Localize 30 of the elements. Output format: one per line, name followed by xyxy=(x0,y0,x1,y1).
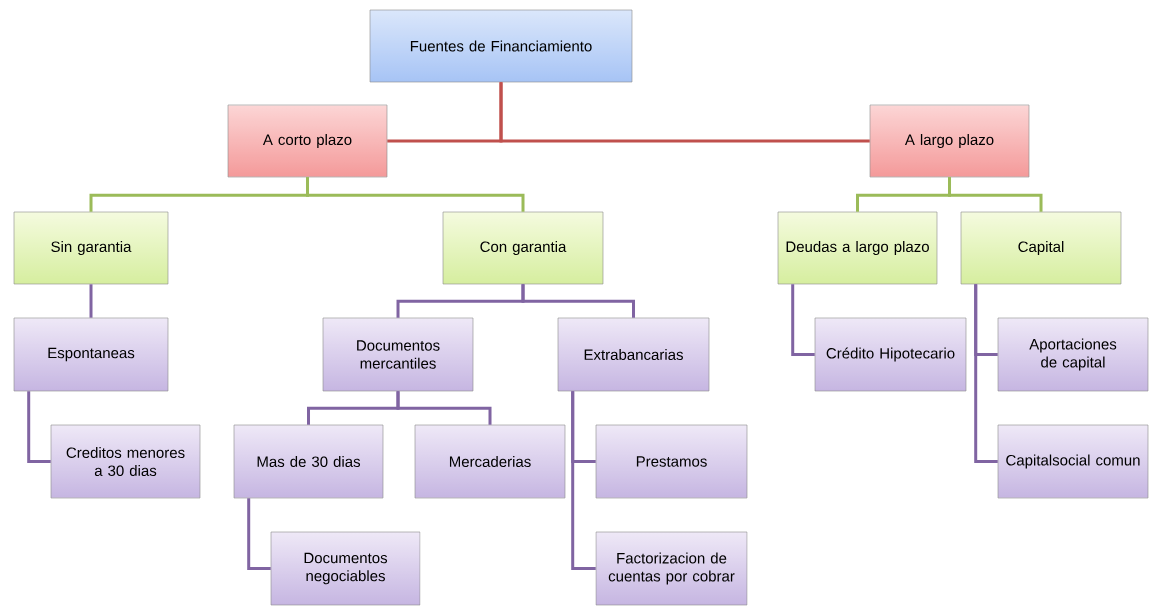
connector-line xyxy=(571,391,596,570)
box: Espontaneas xyxy=(13,317,169,392)
connector-line xyxy=(27,391,51,463)
box: Crédito Hipotecario xyxy=(814,317,967,392)
box: Creditos menores a 30 dias xyxy=(50,424,201,499)
box: Extrabancarias xyxy=(557,317,710,392)
connector-line xyxy=(89,284,93,318)
connector-line xyxy=(521,284,635,318)
box: Mercaderias xyxy=(414,424,566,499)
box: Deudas a largo plazo xyxy=(777,211,938,285)
box: Documentos negociables xyxy=(270,531,421,606)
box: Aportaciones de capital xyxy=(997,317,1149,392)
connector-line xyxy=(396,391,492,425)
box: Prestamos xyxy=(595,424,748,499)
box: Capitalsocial comun xyxy=(997,424,1149,499)
connector-line xyxy=(499,82,870,143)
connector-line xyxy=(791,284,815,356)
box: Capital xyxy=(960,211,1122,285)
box: Sin garantia xyxy=(13,211,169,285)
connector-line xyxy=(974,284,998,463)
box: A largo plazo xyxy=(869,104,1030,178)
box: Factorizacion de cuentas por cobrar xyxy=(595,531,748,606)
connector-line xyxy=(948,177,1043,212)
box: Fuentes de Financiamiento xyxy=(369,9,633,83)
box: Con garantia xyxy=(442,211,604,285)
box: Mas de 30 dias xyxy=(233,424,384,499)
connector-line xyxy=(306,177,525,212)
box: Documentos mercantiles xyxy=(322,317,474,392)
connector-line xyxy=(247,498,271,570)
box: A corto plazo xyxy=(227,104,388,178)
